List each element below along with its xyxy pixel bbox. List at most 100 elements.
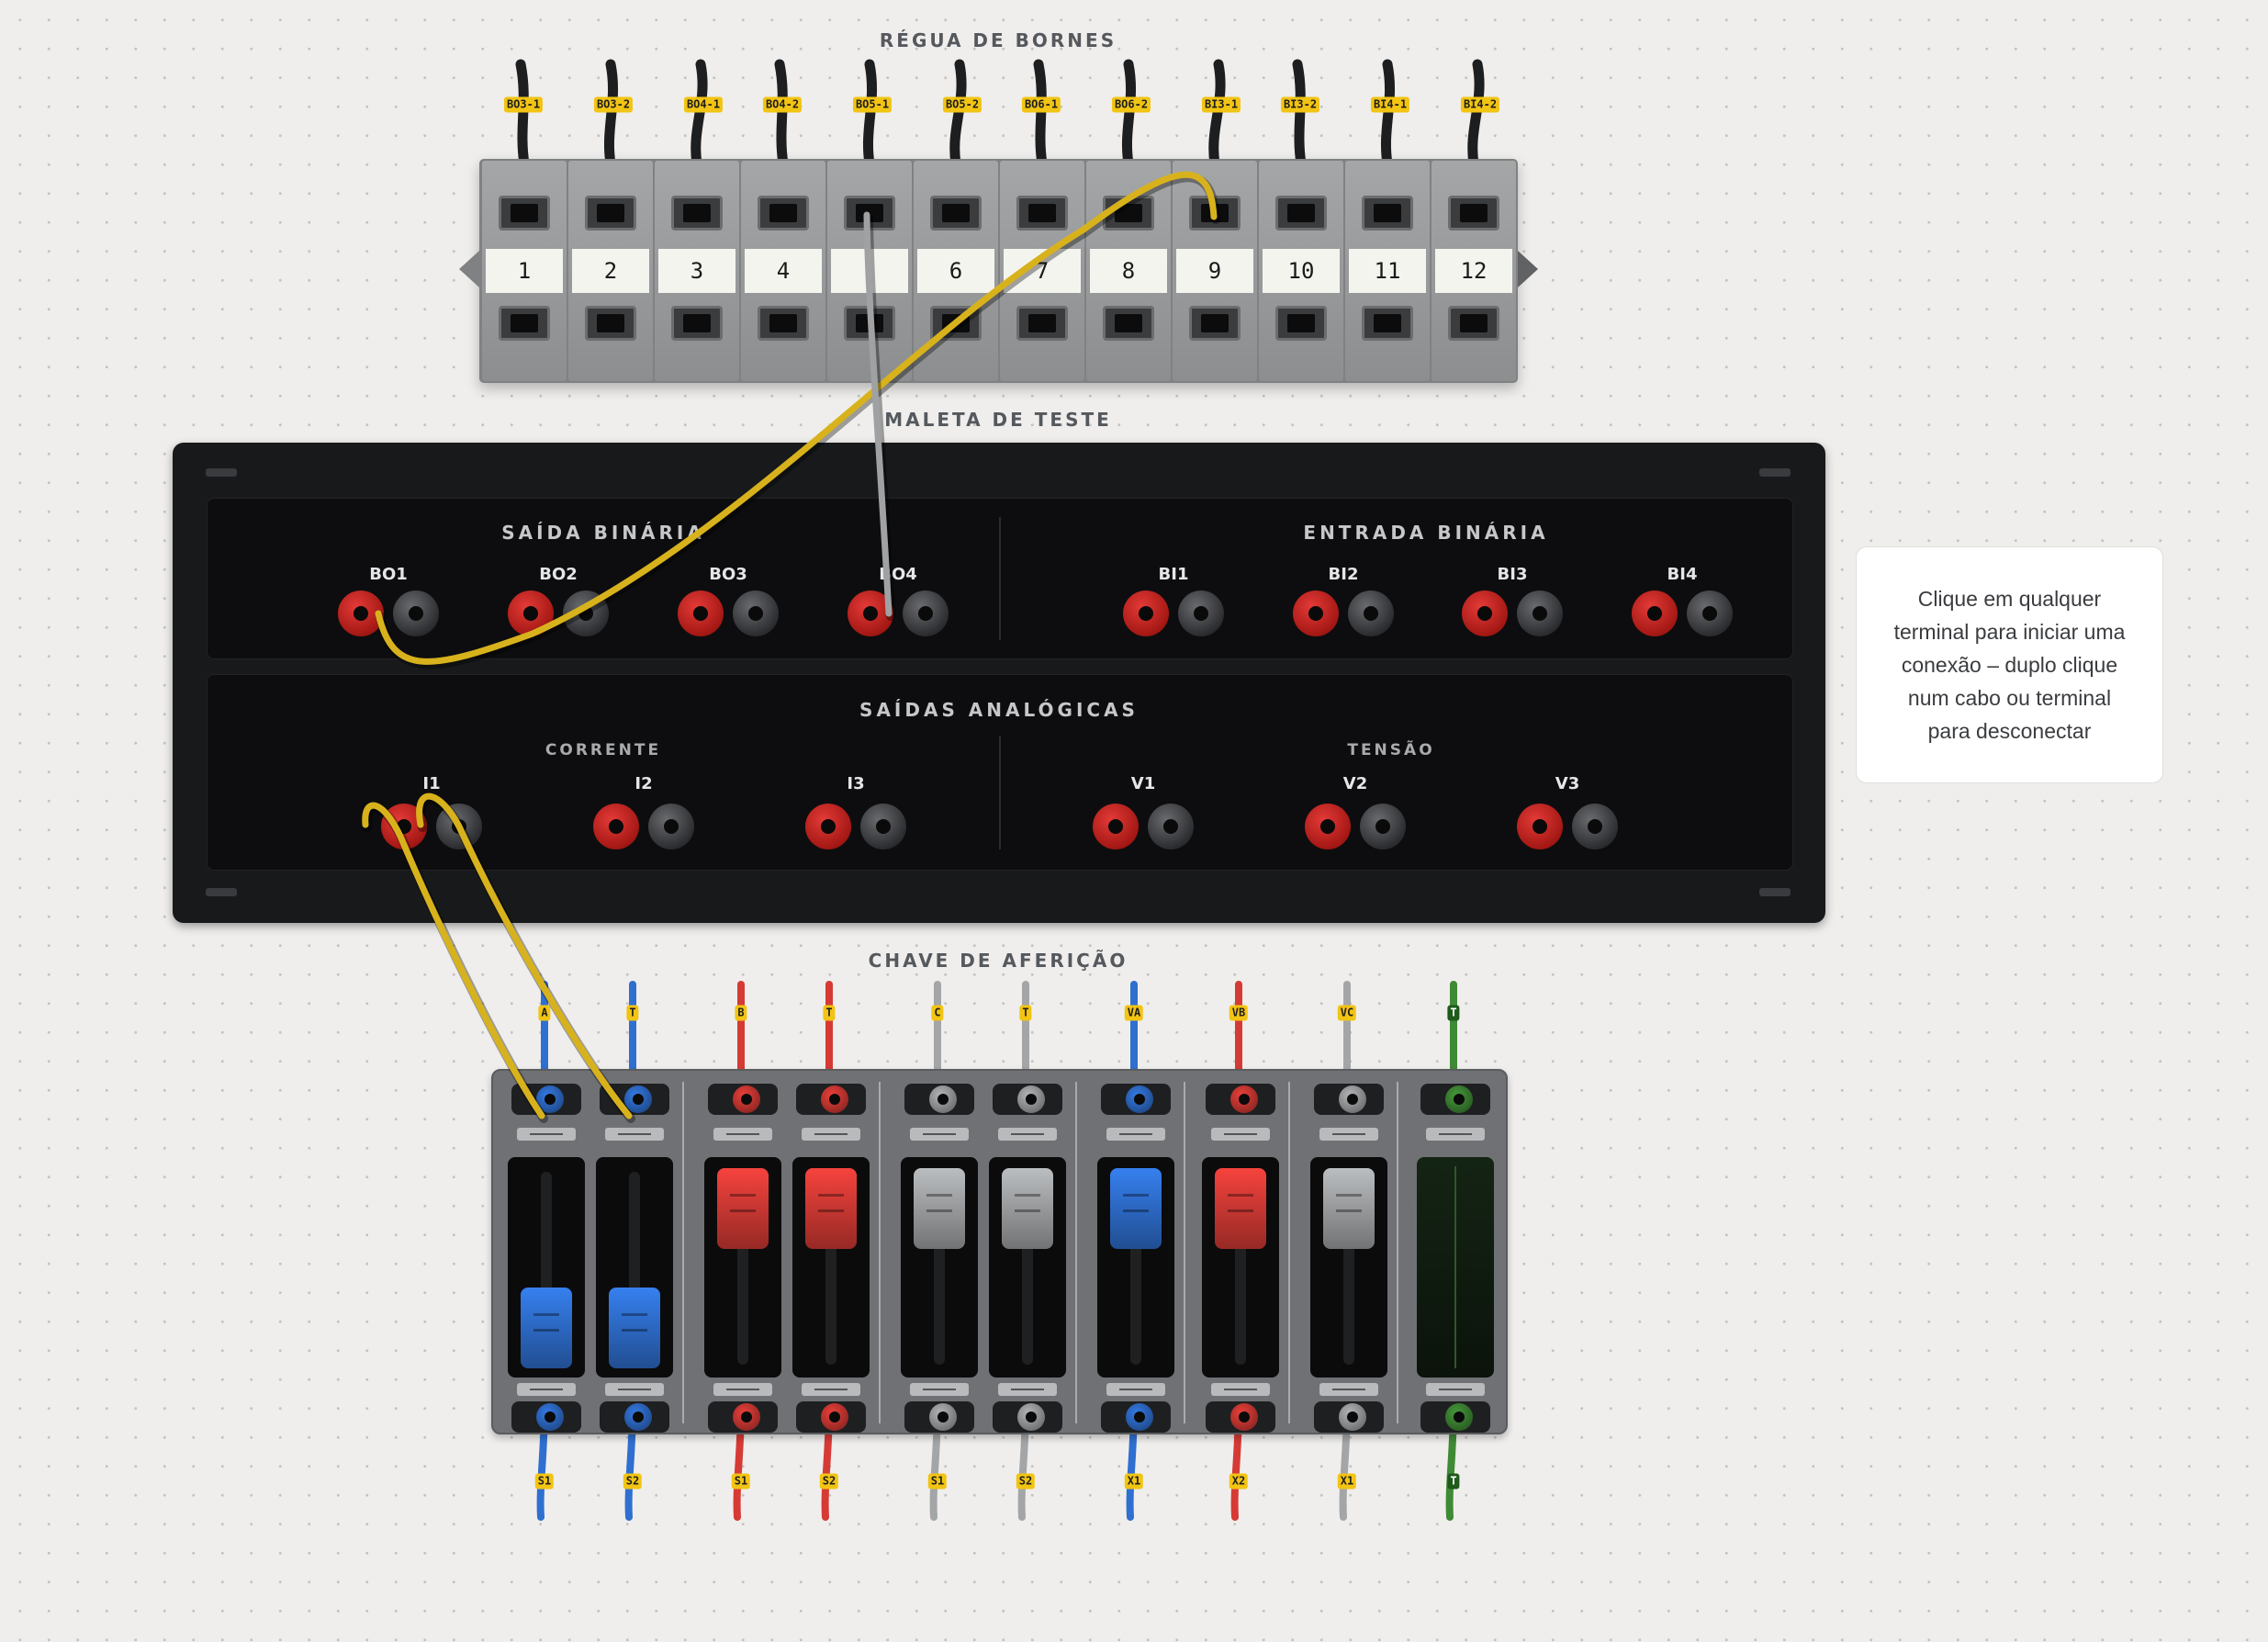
terminal-wire bbox=[1467, 59, 1485, 169]
current-3-black-jack[interactable] bbox=[860, 804, 906, 849]
switch-bottom-tag: S2 bbox=[1016, 1473, 1036, 1490]
pole-lever[interactable] bbox=[914, 1168, 965, 1249]
voltage-1-red-jack[interactable] bbox=[1093, 804, 1139, 849]
binary-input-3-black-jack[interactable] bbox=[1517, 590, 1563, 636]
pole-bottom-bar bbox=[605, 1383, 664, 1396]
current-3-red-jack[interactable] bbox=[805, 804, 851, 849]
terminal-top-screw[interactable] bbox=[1275, 196, 1327, 231]
binary-input-3-red-jack[interactable] bbox=[1462, 590, 1508, 636]
pole-top-jack[interactable] bbox=[1017, 1085, 1045, 1113]
pole-top-jack[interactable] bbox=[733, 1085, 760, 1113]
voltage-3-red-jack[interactable] bbox=[1517, 804, 1563, 849]
terminal-bottom-screw[interactable] bbox=[1362, 306, 1413, 341]
pole-lever[interactable] bbox=[717, 1168, 769, 1249]
pole-bottom-bar bbox=[910, 1383, 969, 1396]
pole-bottom-bar bbox=[998, 1383, 1057, 1396]
terminal-bottom-screw[interactable] bbox=[1448, 306, 1499, 341]
binary-input-2-red-jack[interactable] bbox=[1293, 590, 1339, 636]
switch-pole[interactable] bbox=[1202, 1084, 1279, 1433]
pole-lever[interactable] bbox=[1323, 1168, 1375, 1249]
pole-bottom-terminal bbox=[511, 1401, 581, 1433]
switch-pole[interactable] bbox=[596, 1084, 673, 1433]
binary-input-4-label: BI4 bbox=[1667, 565, 1698, 584]
wire-marker-tag: BO4-1 bbox=[683, 96, 724, 113]
terminal-top-screw[interactable] bbox=[1362, 196, 1413, 231]
pole-ground-line bbox=[1454, 1166, 1456, 1368]
switch-pole[interactable] bbox=[792, 1084, 870, 1433]
switch-pole[interactable] bbox=[901, 1084, 978, 1433]
switch-pole[interactable] bbox=[989, 1084, 1066, 1433]
voltage-2-red-jack[interactable] bbox=[1305, 804, 1351, 849]
pole-top-bar bbox=[998, 1128, 1057, 1141]
pole-top-jack[interactable] bbox=[1126, 1085, 1153, 1113]
pole-top-jack[interactable] bbox=[929, 1085, 957, 1113]
pole-bottom-jack[interactable] bbox=[1445, 1403, 1473, 1431]
pole-bottom-bar bbox=[1426, 1383, 1485, 1396]
switch-bottom-tag: X1 bbox=[1337, 1473, 1357, 1490]
voltage-2-black-jack[interactable] bbox=[1360, 804, 1406, 849]
pole-top-terminal bbox=[904, 1084, 974, 1115]
pole-top-terminal bbox=[708, 1084, 778, 1115]
pole-top-jack[interactable] bbox=[1230, 1085, 1258, 1113]
vent bbox=[206, 468, 237, 477]
pole-bottom-jack[interactable] bbox=[624, 1403, 652, 1431]
pole-bottom-jack[interactable] bbox=[1230, 1403, 1258, 1431]
switch-bottom-tag: X2 bbox=[1229, 1473, 1249, 1490]
voltage-1-label: V1 bbox=[1130, 774, 1156, 793]
terminal-top-screw[interactable] bbox=[1448, 196, 1499, 231]
terminal-cell: 12 bbox=[1432, 161, 1516, 381]
switch-top-tag: VB bbox=[1229, 1005, 1249, 1021]
pole-top-bar bbox=[910, 1128, 969, 1141]
pole-bottom-terminal bbox=[796, 1401, 866, 1433]
wire-marker-tag: BI3-2 bbox=[1280, 96, 1320, 113]
pole-body bbox=[1202, 1157, 1279, 1378]
terminal-bottom-screw[interactable] bbox=[1275, 306, 1327, 341]
voltage-1-black-jack[interactable] bbox=[1148, 804, 1194, 849]
pole-bottom-jack[interactable] bbox=[1017, 1403, 1045, 1431]
pole-bottom-jack[interactable] bbox=[821, 1403, 848, 1431]
pole-bottom-jack[interactable] bbox=[1126, 1403, 1153, 1431]
switch-pole[interactable] bbox=[704, 1084, 781, 1433]
pole-top-terminal bbox=[1314, 1084, 1384, 1115]
switch-separator bbox=[1075, 1082, 1077, 1423]
switch-pole[interactable] bbox=[1097, 1084, 1174, 1433]
wire-marker-tag: BI4-2 bbox=[1460, 96, 1500, 113]
terminal-wire bbox=[691, 59, 708, 169]
pole-top-jack[interactable] bbox=[821, 1085, 848, 1113]
pole-top-terminal bbox=[993, 1084, 1062, 1115]
pole-bottom-terminal bbox=[708, 1401, 778, 1433]
pole-top-jack[interactable] bbox=[624, 1085, 652, 1113]
pole-body bbox=[1417, 1157, 1494, 1378]
pole-top-jack[interactable] bbox=[1445, 1085, 1473, 1113]
pole-top-jack[interactable] bbox=[536, 1085, 564, 1113]
binary-input-4-red-jack[interactable] bbox=[1632, 590, 1678, 636]
switch-pole[interactable] bbox=[1417, 1084, 1494, 1433]
pole-lever[interactable] bbox=[805, 1168, 857, 1249]
pole-bottom-bar bbox=[517, 1383, 576, 1396]
pole-lever[interactable] bbox=[521, 1288, 572, 1368]
pole-lever[interactable] bbox=[609, 1288, 660, 1368]
switch-top-tag: C bbox=[931, 1005, 944, 1021]
current-2-black-jack[interactable] bbox=[648, 804, 694, 849]
switch-pole[interactable] bbox=[1310, 1084, 1387, 1433]
pole-top-bar bbox=[605, 1128, 664, 1141]
switch-separator bbox=[1397, 1082, 1398, 1423]
wire-marker-tag: BO6-2 bbox=[1111, 96, 1151, 113]
wire-marker-tag: BI3-1 bbox=[1201, 96, 1241, 113]
pole-lever[interactable] bbox=[1002, 1168, 1053, 1249]
voltage-3-black-jack[interactable] bbox=[1572, 804, 1618, 849]
pole-lever[interactable] bbox=[1110, 1168, 1162, 1249]
pole-bottom-jack[interactable] bbox=[1339, 1403, 1366, 1431]
binary-input-4-black-jack[interactable] bbox=[1687, 590, 1733, 636]
voltage-title: TENSÃO bbox=[1347, 741, 1435, 759]
terminal-wire bbox=[1380, 59, 1395, 169]
switch-pole[interactable] bbox=[508, 1084, 585, 1433]
pole-top-terminal bbox=[511, 1084, 581, 1115]
pole-bottom-jack[interactable] bbox=[929, 1403, 957, 1431]
pole-bottom-jack[interactable] bbox=[733, 1403, 760, 1431]
pole-top-jack[interactable] bbox=[1339, 1085, 1366, 1113]
pole-lever[interactable] bbox=[1215, 1168, 1266, 1249]
terminal-number: 11 bbox=[1349, 249, 1426, 293]
binary-input-2-black-jack[interactable] bbox=[1348, 590, 1394, 636]
pole-bottom-jack[interactable] bbox=[536, 1403, 564, 1431]
